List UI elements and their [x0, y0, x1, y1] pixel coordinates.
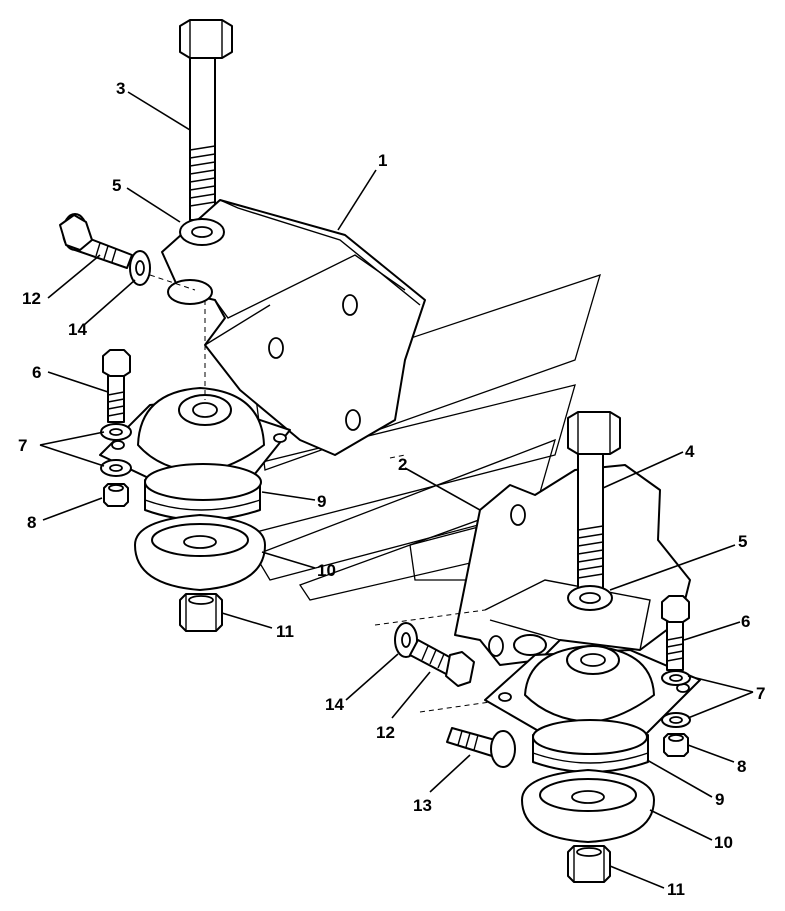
callout-9-right: 9: [715, 790, 724, 809]
screw-6-left: [102, 349, 131, 423]
callout-12-right: 12: [376, 723, 395, 742]
spacer-9-right: [532, 719, 649, 773]
callout-14-right: 14: [325, 695, 344, 714]
bolt-12-right: [409, 639, 475, 687]
rubber-10-left: [134, 514, 266, 591]
callout-6-right: 6: [741, 612, 750, 631]
callout-7-right: 7: [756, 684, 765, 703]
screw-6-right: [661, 595, 690, 671]
callout-9-left: 9: [317, 492, 326, 511]
callout-11-left: 11: [276, 622, 294, 641]
bolt-12-left: [59, 213, 133, 269]
washers-7-right: [661, 670, 691, 728]
callout-11-right: 11: [667, 880, 685, 899]
washers-7-left: [100, 423, 132, 477]
callout-5-right: 5: [738, 532, 747, 551]
bracket-1: [161, 199, 426, 456]
right-mount-assembly: [374, 411, 701, 883]
callout-6-left: 6: [32, 363, 41, 382]
rubber-10-right: [521, 769, 655, 843]
nut-8-left: [103, 483, 129, 507]
callout-1: 1: [378, 151, 387, 170]
callout-2: 2: [398, 455, 407, 474]
leader-lines: [39, 91, 754, 889]
bolt-3: [179, 19, 233, 221]
axis-line-left-bolt: [149, 274, 196, 291]
callout-10-right: 10: [714, 833, 733, 852]
nut-11-right: [567, 845, 611, 883]
callout-8-left: 8: [27, 513, 36, 532]
spacer-9-left: [144, 463, 262, 521]
callout-12-left: 12: [22, 289, 41, 308]
callout-14-left: 14: [68, 320, 87, 339]
screw-13: [446, 727, 516, 768]
bracket-2: [454, 464, 691, 666]
callout-4: 4: [685, 442, 695, 461]
callout-10-left: 10: [317, 561, 336, 580]
bolt-4: [567, 411, 621, 589]
washer-14-left: [129, 250, 151, 286]
axis-lines-right: [374, 454, 491, 713]
callout-labels: 1 2 3 4 5 5 6 6 7 7 8 8 9 9 10 10 11 11 …: [18, 79, 765, 899]
left-mount-assembly: [59, 19, 426, 632]
callout-13: 13: [413, 796, 432, 815]
nut-8-right: [663, 733, 689, 757]
callout-3: 3: [116, 79, 125, 98]
callout-7-left: 7: [18, 436, 27, 455]
washer-5-left: [179, 218, 225, 246]
callout-8-right: 8: [737, 757, 746, 776]
washer-5-right: [567, 585, 613, 611]
nut-11-left: [179, 593, 223, 632]
callout-5-left: 5: [112, 176, 121, 195]
